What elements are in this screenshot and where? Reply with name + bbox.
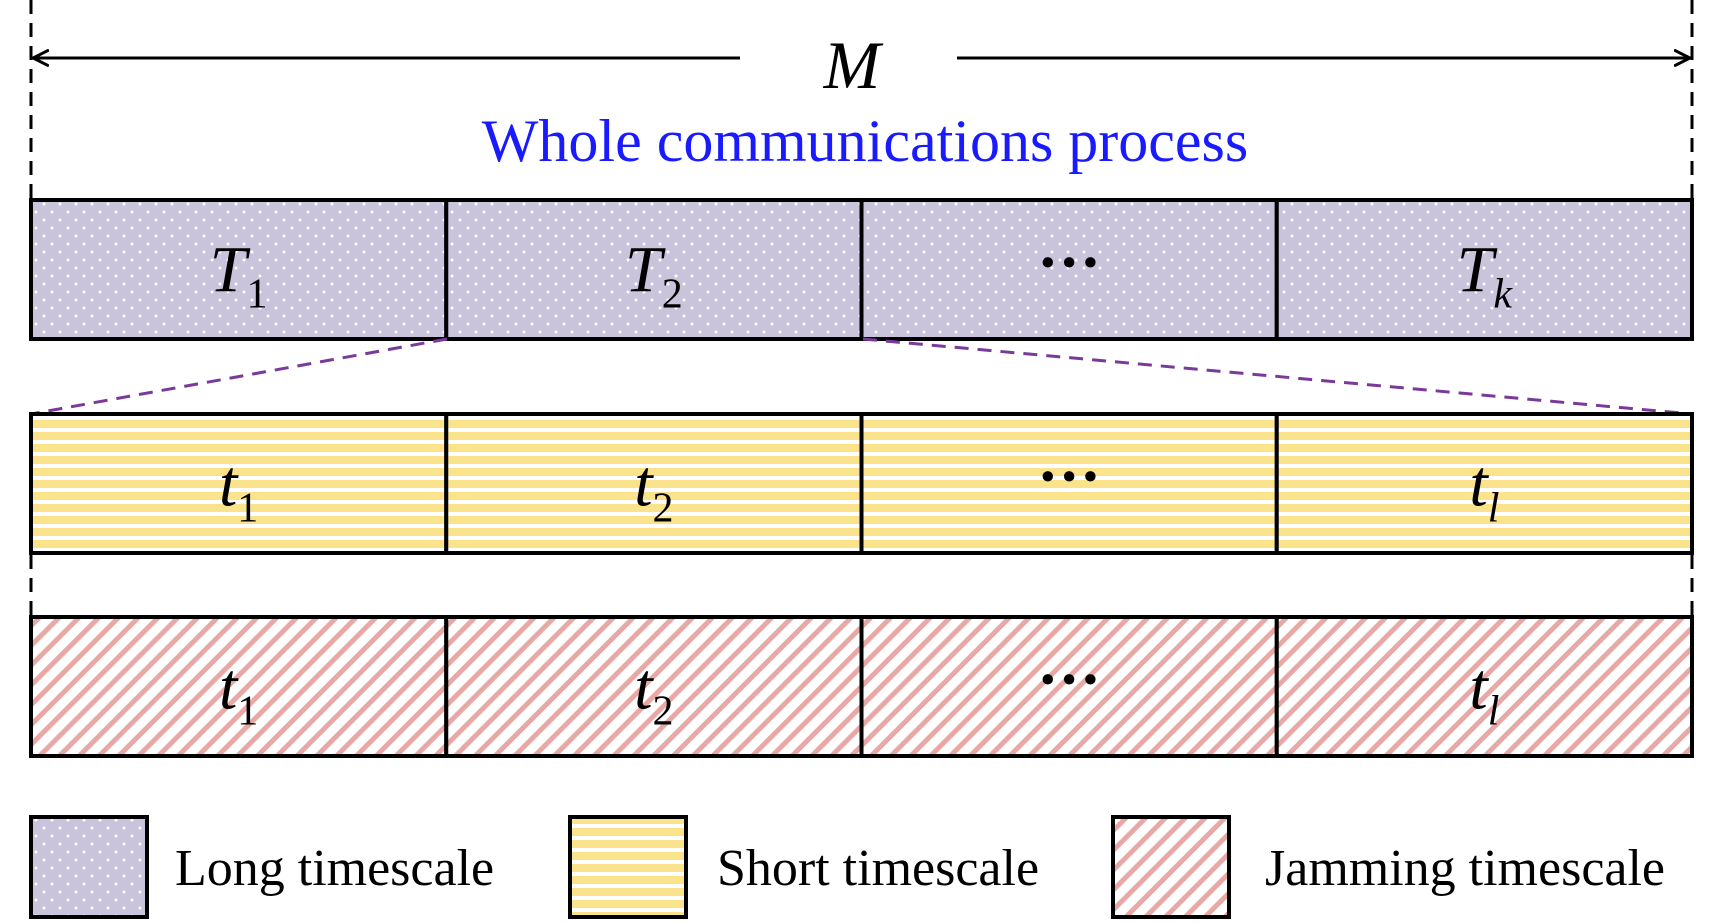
jamming-cell-1 bbox=[29, 615, 449, 758]
zoom-lines bbox=[30, 337, 1693, 416]
jamming-cell-symbol: t bbox=[1469, 651, 1489, 724]
legend-swatch-jamming bbox=[1111, 815, 1231, 919]
short-cell-2 bbox=[444, 412, 864, 555]
long-cell-3 bbox=[859, 198, 1279, 341]
short-cell-symbol: t bbox=[1469, 448, 1489, 521]
jamming-cell-subscript: 1 bbox=[237, 689, 258, 735]
jamming-cell-symbol: t bbox=[634, 651, 654, 724]
short-cell-ellipsis: ··· bbox=[1037, 441, 1101, 512]
long-cell-subscript: 2 bbox=[662, 272, 683, 318]
legend-swatch-short bbox=[568, 815, 688, 919]
short-cell-label: tl bbox=[1469, 448, 1499, 532]
long-cell-subscript: k bbox=[1493, 272, 1513, 318]
long-cell-ellipsis: ··· bbox=[1037, 227, 1101, 298]
short-cell-label: t1 bbox=[219, 448, 258, 532]
long-cell-1 bbox=[29, 198, 449, 341]
short-cell-subscript: 1 bbox=[237, 486, 258, 532]
jamming-cell-ellipsis: ··· bbox=[1037, 644, 1101, 715]
jamming-cell-symbol: t bbox=[219, 651, 239, 724]
legend-label-long: Long timescale bbox=[175, 840, 494, 897]
total-length-symbol: M bbox=[823, 27, 884, 103]
jamming-cell-subscript: 2 bbox=[653, 689, 674, 735]
short-cell-subscript: 2 bbox=[653, 486, 674, 532]
long-cell-4 bbox=[1274, 198, 1694, 341]
zoom-line-right bbox=[862, 337, 1693, 416]
legend: Long timescale Short timescale Jamming t… bbox=[29, 815, 1665, 919]
boundary-lines bbox=[29, 0, 1694, 615]
long-cell-symbol: T bbox=[210, 234, 251, 307]
jamming-cell-label: t1 bbox=[219, 651, 258, 735]
short-cell-symbol: t bbox=[634, 448, 654, 521]
zoom-line-left bbox=[30, 337, 448, 416]
short-cell-4 bbox=[1274, 412, 1694, 555]
jamming-cell-label: t2 bbox=[634, 651, 673, 735]
process-subtitle: Whole communications process bbox=[482, 108, 1248, 174]
long-cell-symbol: T bbox=[625, 234, 666, 307]
long-cell-symbol: T bbox=[1457, 234, 1498, 307]
long-cell-label: T1 bbox=[210, 234, 268, 318]
jamming-cell-label: tl bbox=[1469, 651, 1499, 735]
short-cell-subscript: l bbox=[1488, 486, 1500, 532]
short-cell-1 bbox=[29, 412, 449, 555]
jamming-cell-2 bbox=[444, 615, 864, 758]
jamming-cell-4 bbox=[1274, 615, 1694, 758]
long-cell-2 bbox=[444, 198, 864, 341]
short-cell-symbol: t bbox=[219, 448, 239, 521]
long-cell-label: Tk bbox=[1457, 234, 1514, 318]
legend-label-short: Short timescale bbox=[717, 840, 1039, 897]
jamming-cell-subscript: l bbox=[1488, 689, 1500, 735]
long-cell-subscript: 1 bbox=[246, 272, 267, 318]
short-cell-label: t2 bbox=[634, 448, 673, 532]
legend-label-jamming: Jamming timescale bbox=[1265, 840, 1665, 897]
legend-swatch-long bbox=[29, 815, 149, 919]
long-cell-label: T2 bbox=[625, 234, 683, 318]
